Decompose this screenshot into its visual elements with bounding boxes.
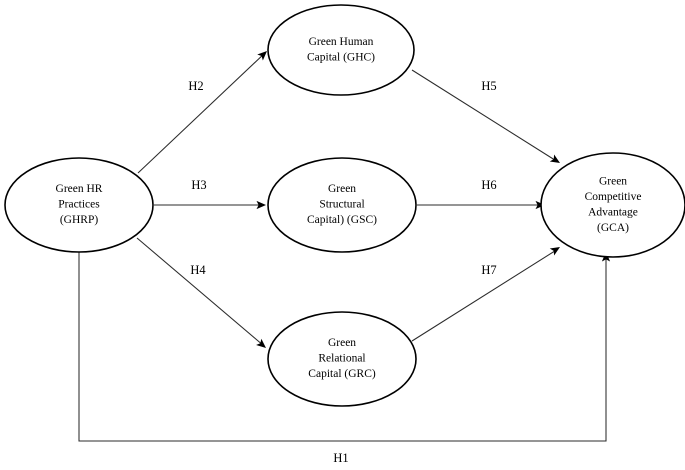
- node-label-ghc-line-2: Capital (GHC): [307, 51, 375, 63]
- node-label-gsc-line-2: Structural: [319, 199, 364, 211]
- edge-h6: [417, 200, 545, 210]
- edge-line-h5: [411, 69, 559, 163]
- edge-label-h5: H5: [481, 79, 496, 93]
- arrow-head-icon-h7: [549, 247, 560, 256]
- node-label-ghc-line-1: Green Human: [309, 36, 374, 48]
- arrow-head-icon-h4: [256, 338, 266, 348]
- edge-line-h2: [137, 51, 267, 174]
- arrow-head-icon-h5: [549, 154, 560, 163]
- node-shape-gca: [540, 152, 685, 258]
- edge-label-h1: H1: [333, 451, 348, 465]
- edge-h5: [411, 69, 560, 163]
- node-label-ghrp-line-2: Practices: [58, 199, 100, 211]
- node-label-gca-line-4: (GCA): [597, 222, 629, 234]
- edge-line-h4: [136, 237, 265, 347]
- edge-h7: [411, 247, 560, 342]
- node-shape-grc: [267, 311, 417, 407]
- node-shape-ghc: [267, 4, 415, 96]
- node-label-ghrp-line-3: (GHRP): [60, 214, 99, 226]
- node-label-gca-line-1: Green: [599, 175, 627, 187]
- node-label-ghrp-line-1: Green HR: [56, 183, 103, 195]
- edge-label-h4: H4: [190, 263, 206, 277]
- edge-line-h7: [411, 248, 559, 342]
- edge-h4: [136, 237, 266, 348]
- node-shape-ghrp: [4, 157, 154, 253]
- node-label-gsc-line-3: Capital) (GSC): [307, 214, 377, 226]
- node-shape-gsc: [267, 157, 417, 253]
- node-label-grc-line-2: Relational: [318, 353, 365, 365]
- node-label-grc-line-1: Green: [328, 337, 356, 349]
- arrow-head-icon-h2: [257, 51, 267, 61]
- edge-label-h6: H6: [481, 178, 496, 192]
- node-label-grc-line-3: Capital (GRC): [308, 368, 376, 380]
- node-label-gca-line-2: Competitive: [585, 191, 642, 203]
- node-label-gca-line-3: Advantage: [588, 206, 638, 218]
- edges-layer: [78, 51, 611, 442]
- edge-h2: [137, 51, 267, 174]
- node-label-gsc-line-1: Green: [328, 183, 356, 195]
- edge-label-h3: H3: [191, 178, 206, 192]
- arrow-head-icon-h3: [256, 200, 266, 210]
- edge-line-h1: [78, 250, 607, 442]
- nodes-layer: Green HR Practices (GHRP) Green HumanCapita…: [4, 4, 685, 407]
- edge-label-h2: H2: [188, 79, 203, 93]
- edge-label-h7: H7: [481, 263, 496, 277]
- edge-h3: [154, 200, 266, 210]
- node-ghrp[interactable]: Green HR Practices (GHRP): [4, 157, 154, 253]
